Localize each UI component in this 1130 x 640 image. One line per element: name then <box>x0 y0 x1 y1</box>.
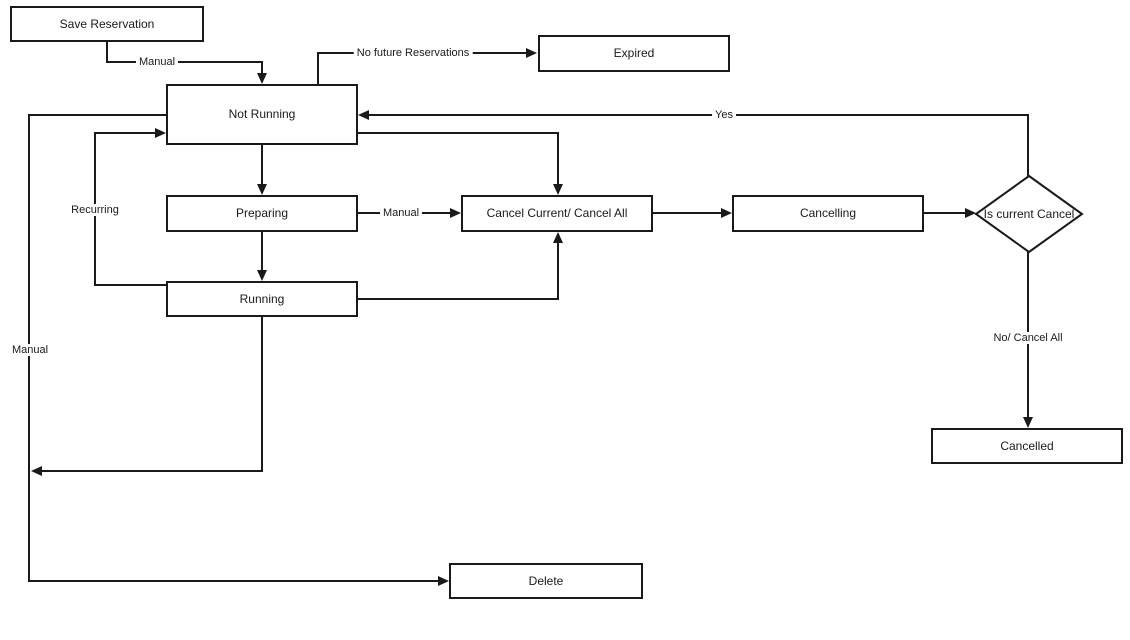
arrowhead-down-icon <box>257 73 267 84</box>
edge-label-no-cancel-all: No/ Cancel All <box>990 332 1066 344</box>
edge-running-to-rail-seg1 <box>261 317 263 471</box>
arrowhead-right-icon <box>155 128 166 138</box>
arrowhead-down-icon <box>257 270 267 281</box>
node-cancelling: Cancelling <box>732 195 924 232</box>
node-cancelled: Cancelled <box>931 428 1123 464</box>
arrowhead-down-icon <box>553 184 563 195</box>
edge-notrunning-to-expired-seg1 <box>317 52 319 84</box>
edge-notrunning-to-cancel-seg1 <box>358 132 559 134</box>
node-preparing: Preparing <box>166 195 358 232</box>
edge-label-manual-mid: Manual <box>379 207 423 219</box>
edge-label-manual-left: Manual <box>8 344 52 356</box>
arrowhead-right-icon <box>450 208 461 218</box>
edge-save-to-notrunning-seg2 <box>106 61 263 63</box>
node-delete: Delete <box>449 563 643 599</box>
edge-cancelling-to-decision-seg1 <box>924 212 966 214</box>
edge-cancel-to-cancelling-seg1 <box>653 212 722 214</box>
edge-label-recurring: Recurring <box>68 204 122 216</box>
arrowhead-up-icon <box>553 232 563 243</box>
edge-label-yes: Yes <box>712 109 736 121</box>
node-not-running: Not Running <box>166 84 358 145</box>
edge-label-no-future: No future Reservations <box>353 47 473 59</box>
arrowhead-right-icon <box>965 208 976 218</box>
arrowhead-right-icon <box>721 208 732 218</box>
arrowhead-right-icon <box>438 576 449 586</box>
edge-notrunning-to-cancel-seg2 <box>557 132 559 190</box>
arrowhead-down-icon <box>1023 417 1033 428</box>
node-cancel-current-cancel-all: Cancel Current/ Cancel All <box>461 195 653 232</box>
edge-running-to-cancel-seg1 <box>358 298 559 300</box>
edge-label-manual-top: Manual <box>135 56 179 68</box>
edge-running-to-cancel-seg2 <box>557 243 559 300</box>
arrowhead-right-icon <box>526 48 537 58</box>
arrowhead-down-icon <box>257 184 267 195</box>
edge-recurring-seg3 <box>94 132 156 134</box>
edge-notrunning-to-preparing-seg1 <box>261 145 263 190</box>
edge-yes-seg1 <box>1027 114 1029 176</box>
edge-manual-delete-seg1 <box>28 114 166 116</box>
edge-preparing-to-running-seg1 <box>261 232 263 276</box>
arrowhead-left-icon <box>358 110 369 120</box>
edge-manual-delete-seg3 <box>28 580 438 582</box>
edge-yes-seg2 <box>368 114 1029 116</box>
node-expired: Expired <box>538 35 730 72</box>
edge-running-to-rail-seg2 <box>42 470 263 472</box>
decision-diamond-shape <box>974 174 1084 254</box>
edge-recurring-seg1 <box>94 284 166 286</box>
edge-save-to-notrunning-seg3 <box>261 61 263 74</box>
node-is-current-cancel: Is current Cancel <box>983 207 1075 221</box>
node-save-reservation: Save Reservation <box>10 6 204 42</box>
arrowhead-left-icon <box>31 466 42 476</box>
edge-save-to-notrunning-seg1 <box>106 42 108 62</box>
node-running: Running <box>166 281 358 317</box>
